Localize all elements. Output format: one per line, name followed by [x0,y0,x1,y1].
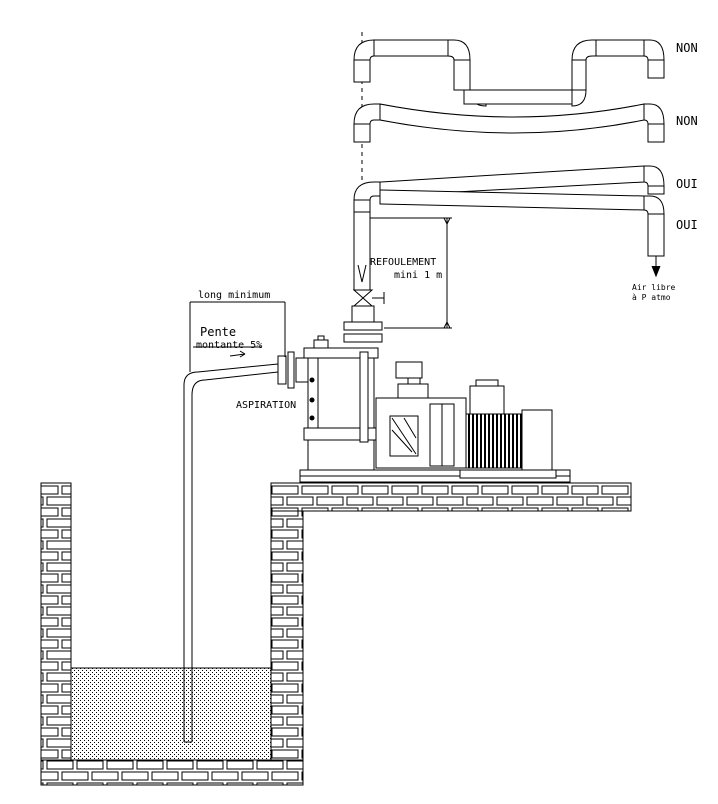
label-long-minimum: long minimum [198,290,270,301]
label-mini: mini 1 m [394,270,442,281]
ground-slab [270,482,632,512]
label-p-atmo: à P atmo [632,293,671,302]
well-floor [40,759,304,786]
label-air-libre: Air libre [632,283,676,292]
label-pente: Pente [200,325,236,339]
pipe-option-non-2 [353,103,665,143]
discharge-pipe [343,32,452,343]
motor-end-cap [521,409,553,471]
label-non-2: NON [676,114,698,128]
well-left-wall [40,482,72,786]
water-body [70,667,272,761]
label-refoulement: REFOULEMENT [370,257,436,268]
label-oui-1: OUI [676,177,698,191]
pipe-option-non-1 [353,39,665,107]
terminal-box [469,385,505,415]
pipe-option-oui-2 [379,189,665,278]
label-montante: montante 5% [196,340,262,351]
label-oui-2: OUI [676,218,698,232]
label-aspiration: ASPIRATION [236,400,296,411]
motor-fins [465,413,523,469]
well-pit [40,482,632,786]
label-non-1: NON [676,41,698,55]
well-right-wall [270,482,304,786]
pump-assembly [299,335,571,483]
suction-pipe [183,301,309,743]
